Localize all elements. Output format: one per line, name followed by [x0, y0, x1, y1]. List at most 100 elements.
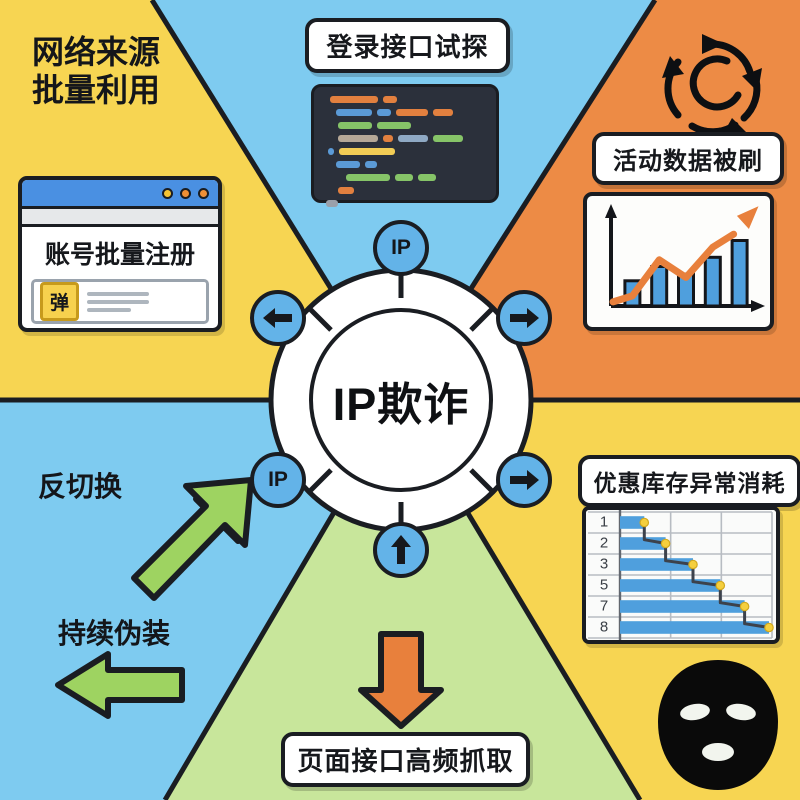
window-dot-2[interactable] [180, 187, 191, 199]
inventory-chart-svg: 1 2 3 5 7 8 [586, 510, 776, 640]
inventory-chart-markers [639, 517, 774, 633]
inventory-marker [688, 559, 698, 570]
code-editor-rows [324, 96, 486, 207]
arrow-right-icon [510, 470, 539, 490]
arrow-up-icon [391, 535, 411, 564]
cycle-refresh-icon [664, 40, 761, 136]
code-token [336, 109, 372, 116]
inventory-marker [715, 580, 726, 591]
field-placeholder-lines [87, 291, 149, 312]
inventory-row-label: 1 [600, 514, 608, 531]
growth-chart-card[interactable] [583, 192, 774, 331]
node-lower-left-ip[interactable]: IP [250, 452, 306, 508]
code-line [324, 174, 486, 181]
bulk-register-field[interactable]: 弹 [31, 279, 209, 324]
window-dot-1[interactable] [162, 187, 173, 199]
code-line [324, 200, 486, 207]
label-top-left-line2: 批量利用 [32, 71, 161, 108]
inventory-row-label: 3 [600, 556, 608, 573]
growth-chart-trend-arrowhead [736, 206, 759, 230]
inventory-marker [764, 622, 774, 633]
growth-bar [703, 255, 722, 308]
field-line-3 [87, 307, 131, 312]
inventory-row-label: 7 [600, 598, 608, 615]
code-token [377, 109, 391, 116]
hub-core[interactable]: IP欺诈 [309, 308, 493, 492]
inventory-chart-gridlines [588, 511, 773, 639]
code-token [396, 109, 428, 116]
code-token [336, 161, 360, 168]
hub-title: IP欺诈 [332, 378, 470, 430]
browser-titlebar [22, 180, 218, 209]
code-token [339, 148, 395, 155]
callout-coupon-inventory-drain[interactable]: 优惠库存异常消耗 [578, 455, 800, 507]
code-token [433, 109, 453, 116]
code-token [330, 96, 378, 103]
code-token [326, 200, 338, 207]
callout-activity-data-brushed[interactable]: 活动数据被刷 [592, 132, 784, 185]
callout-page-api-scraping[interactable]: 页面接口高频抓取 [281, 732, 530, 787]
node-left-arrow[interactable] [250, 290, 306, 346]
label-anti-switch: 反切换 [38, 471, 123, 502]
label-persistent-disguise: 持续伪装 [58, 618, 171, 649]
inventory-chart-card[interactable]: 1 2 3 5 7 8 [582, 506, 780, 644]
node-top-ip-label: IP [391, 236, 411, 259]
node-right-arrow[interactable] [496, 290, 552, 346]
code-token [377, 122, 411, 129]
cycle-refresh-arrowheads [662, 34, 762, 136]
node-lower-right-arrow[interactable] [496, 452, 552, 508]
node-lower-left-ip-label: IP [268, 468, 288, 491]
arrow-right-icon [510, 308, 539, 328]
arrow-up-right-shape [131, 477, 254, 601]
growth-chart-y-arrowhead [605, 204, 617, 218]
code-line [324, 187, 486, 194]
wedge-bottom-green [165, 400, 640, 800]
label-top-left-line1: 网络来源 [32, 34, 161, 70]
central-hub: IP欺诈 IP IP [236, 220, 566, 578]
code-token [398, 135, 428, 142]
inventory-row-label: 2 [600, 535, 608, 552]
arrow-left-icon [263, 308, 292, 328]
code-line [324, 122, 486, 129]
arrow-down-icon-decorative [358, 631, 444, 729]
inventory-marker [639, 517, 650, 528]
label-top-left-source: 网络来源 批量利用 [32, 34, 160, 110]
code-line [324, 109, 486, 116]
code-token [383, 96, 397, 103]
inventory-bar [620, 579, 721, 592]
browser-address-bar[interactable] [22, 209, 218, 227]
code-token [433, 135, 463, 142]
code-token [418, 174, 436, 181]
browser-heading: 账号批量注册 [44, 241, 195, 269]
field-line-2 [87, 299, 149, 304]
code-editor-card[interactable] [311, 84, 499, 207]
node-bottom-arrow-up[interactable] [373, 522, 429, 578]
growth-bar [730, 239, 749, 308]
code-token [365, 161, 377, 168]
code-token [338, 135, 378, 142]
growth-bar [650, 265, 669, 308]
browser-window-card[interactable]: 账号批量注册 弹 [18, 176, 222, 332]
code-token [328, 148, 334, 155]
code-line [324, 161, 486, 168]
popup-badge: 弹 [40, 282, 79, 321]
growth-chart-x-arrowhead [751, 300, 765, 312]
code-token [395, 174, 413, 181]
growth-chart-svg [605, 204, 765, 312]
code-line [324, 135, 486, 142]
inventory-bar [620, 558, 693, 571]
node-top-ip[interactable]: IP [373, 220, 429, 276]
arrow-left-icon-decorative [55, 651, 185, 719]
code-token [338, 187, 354, 194]
window-dot-3[interactable] [198, 187, 209, 199]
callout-login-probe[interactable]: 登录接口试探 [305, 18, 510, 73]
inventory-chart-bars [620, 516, 769, 634]
inventory-row-label: 5 [600, 577, 608, 594]
field-line-1 [87, 291, 149, 296]
inventory-row-label: 8 [600, 619, 608, 636]
growth-chart-trend-line [609, 230, 738, 306]
inventory-marker [739, 601, 750, 612]
inventory-bar [620, 600, 745, 613]
